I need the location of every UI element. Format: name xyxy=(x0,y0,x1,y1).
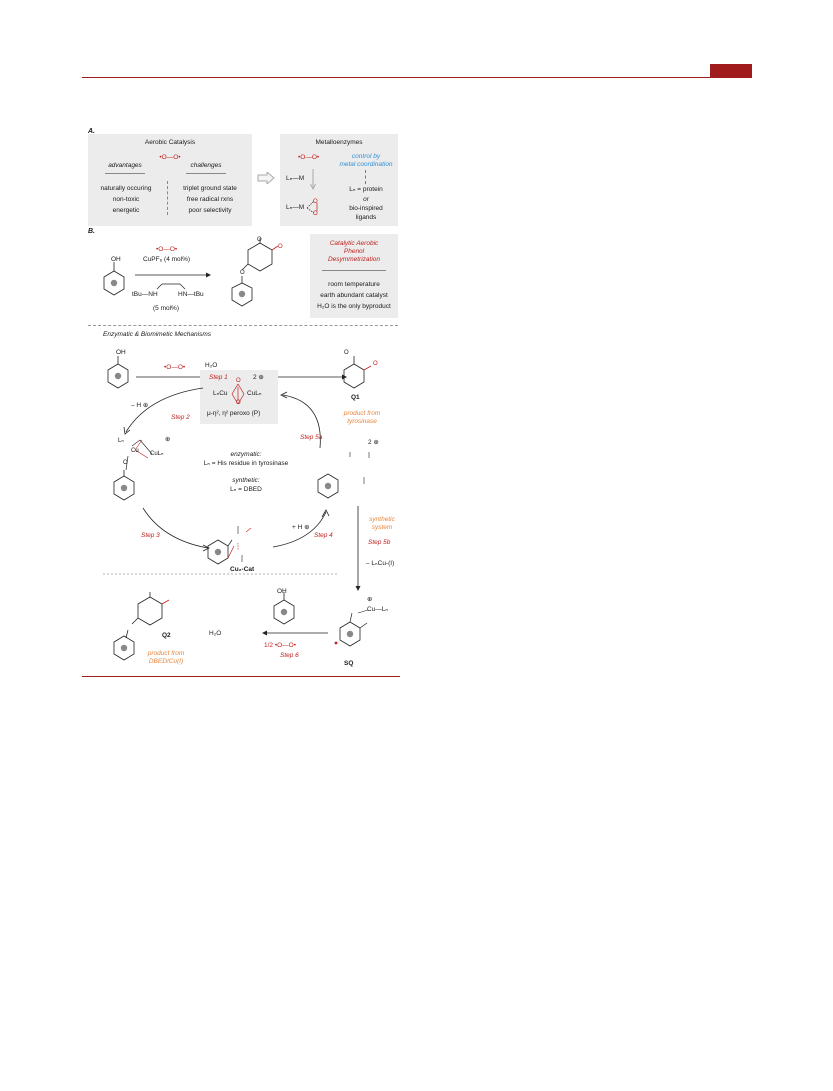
bio-inspired-text: bio-inspired xyxy=(349,205,383,212)
q1-o-top: O xyxy=(344,350,349,356)
page-number-tab xyxy=(710,64,752,77)
box-rule xyxy=(322,270,386,271)
peroxo-left-cu: LₙCu xyxy=(213,390,228,397)
header-rule xyxy=(82,77,752,78)
aerobic-title: Aerobic Catalysis xyxy=(144,139,196,146)
box-item: H₂O is the only byproduct xyxy=(317,303,391,310)
quinone-o-2: O xyxy=(278,244,283,250)
challenges-heading: challenges xyxy=(190,162,222,169)
o2-molecule: •O—O• xyxy=(159,154,181,161)
minus-lncu: – LₙCu-(I) xyxy=(366,560,395,567)
advantages-rule xyxy=(105,173,145,174)
peroxo-o-top: O xyxy=(236,378,241,384)
step-4-label: Step 4 xyxy=(314,532,333,539)
ligand-left: tBu—NH xyxy=(132,291,158,298)
catalyst-label: CuPF₆ (4 mol%) xyxy=(143,256,191,263)
synthetic-heading: synthetic: xyxy=(232,477,260,484)
phenol-oh-label: OH xyxy=(111,256,121,263)
water-top: H₂O xyxy=(205,362,218,369)
challenge-item: free radical rxns xyxy=(186,196,234,203)
bottom-phenol-oh: OH xyxy=(277,588,287,595)
quinone-o-1: O xyxy=(257,237,262,243)
advantage-item: non-toxic xyxy=(112,196,140,203)
left-int-charge: ⊕ xyxy=(165,436,171,443)
left-int-ln: Lₙ xyxy=(118,438,124,444)
hollow-arrow-icon xyxy=(257,172,275,184)
ligands-text: ligands xyxy=(355,214,377,221)
step-6-label: Step 6 xyxy=(280,652,299,659)
step-5a-label: Step 5a xyxy=(300,434,323,441)
peroxo-caption: μ-η², η² peroxo (P) xyxy=(207,410,261,417)
step-5b-label: Step 5b xyxy=(368,539,391,546)
footer-rule xyxy=(82,676,400,677)
peroxo-o-top: O xyxy=(313,199,318,205)
o2-molecule: •O—O• xyxy=(164,364,186,371)
box-item: room temperature xyxy=(328,281,380,288)
left-int-cu: Cu xyxy=(131,448,139,454)
phenol-oh: OH xyxy=(116,349,126,356)
ligand-amount: (5 mol%) xyxy=(153,305,180,312)
peroxo-o-bottom: O xyxy=(313,211,318,217)
synthetic-definition: Lₙ = DBED xyxy=(230,486,262,493)
blue-dashed-connector xyxy=(365,170,366,184)
section-b-label: B. xyxy=(88,228,95,235)
left-int-o: O xyxy=(123,460,128,466)
section-a-label: A. xyxy=(88,128,95,135)
half-o2: 1/2 •O—O• xyxy=(264,642,297,649)
q2-label: Q2 xyxy=(162,632,171,639)
advantage-item: energetic xyxy=(112,207,140,214)
step-3-label: Step 3 xyxy=(141,532,160,539)
minus-proton: – H ⊕ xyxy=(131,402,149,409)
enzymatic-definition: Lₙ = His residue in tyrosinase xyxy=(203,460,289,467)
right-int-charge: 2 ⊕ xyxy=(368,439,379,446)
challenges-rule xyxy=(186,173,226,174)
peroxo-o-bottom: O xyxy=(236,400,241,406)
desymmetrization-panel xyxy=(310,234,398,318)
cu2cat-label: Cu₂-Cat xyxy=(230,566,255,573)
product-quinone-structure xyxy=(231,238,279,307)
challenge-item: poor selectivity xyxy=(188,207,232,214)
metal-peroxo: Lₙ—M xyxy=(286,204,305,211)
metallo-title: Metalloenzymes xyxy=(315,139,363,146)
peroxo-right-cu: CuLₙ xyxy=(247,390,262,397)
step-2-label: Step 2 xyxy=(171,414,190,421)
quinone-o-3: O xyxy=(240,270,245,276)
step-1-label: Step 1 xyxy=(209,374,228,381)
or-text: or xyxy=(363,196,369,203)
advantages-heading: advantages xyxy=(108,162,142,169)
left-int-cul: CuLₙ xyxy=(150,451,164,457)
sq-charge: ⊕ xyxy=(367,596,373,603)
water-bottom: H₂O xyxy=(209,630,222,637)
advantage-item: naturally occuring xyxy=(100,185,152,192)
aerobic-catalysis-panel xyxy=(88,134,252,226)
down-arrow-icon xyxy=(310,169,316,190)
challenge-item: triplet ground state xyxy=(183,185,237,192)
o2-molecule: •O—O• xyxy=(298,154,320,161)
dashed-divider xyxy=(88,325,398,326)
metal-complex: Lₙ—M xyxy=(286,175,305,182)
q1-o-side: O xyxy=(373,361,378,367)
sq-label: SQ xyxy=(344,660,354,667)
plus-proton: + H ⊕ xyxy=(292,524,310,531)
q1-label: Q1 xyxy=(351,394,360,401)
column-divider xyxy=(167,181,168,215)
mechanism-scheme xyxy=(103,356,372,661)
peroxo-charge: 2 ⊕ xyxy=(253,374,264,381)
ligand-right: HN—tBu xyxy=(178,291,204,298)
metalloenzymes-panel xyxy=(280,134,398,226)
o2-molecule: •O—O• xyxy=(156,246,178,253)
peroxo-bond-icon xyxy=(306,200,318,214)
mechanism-title: Enzymatic & Biomimetic Mechanisms xyxy=(103,331,211,338)
box-item: earth abundant catalyst xyxy=(320,292,388,299)
ln-definition: Lₙ = protein xyxy=(349,186,383,193)
enzymatic-heading: enzymatic: xyxy=(230,451,262,458)
reaction-scheme-b xyxy=(103,262,211,296)
sq-cu: Cu—Lₙ xyxy=(367,606,389,613)
